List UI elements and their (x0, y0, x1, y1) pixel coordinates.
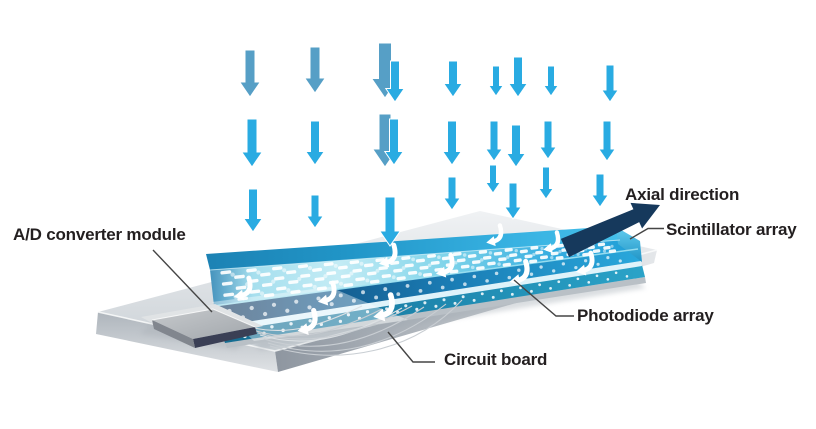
light-flow-arrows (233, 223, 595, 335)
ad-converter-module (141, 304, 263, 348)
label-ad-converter-module: A/D converter module (13, 225, 186, 244)
leader-lines (152, 227, 664, 363)
label-photodiode-array: Photodiode array (577, 306, 714, 325)
xray-arrows (238, 42, 620, 247)
axial-direction-arrow (560, 202, 660, 258)
label-scintillator-array: Scintillator array (666, 220, 797, 239)
label-circuit-board: Circuit board (444, 350, 548, 369)
label-axial-direction: Axial direction (625, 185, 740, 204)
